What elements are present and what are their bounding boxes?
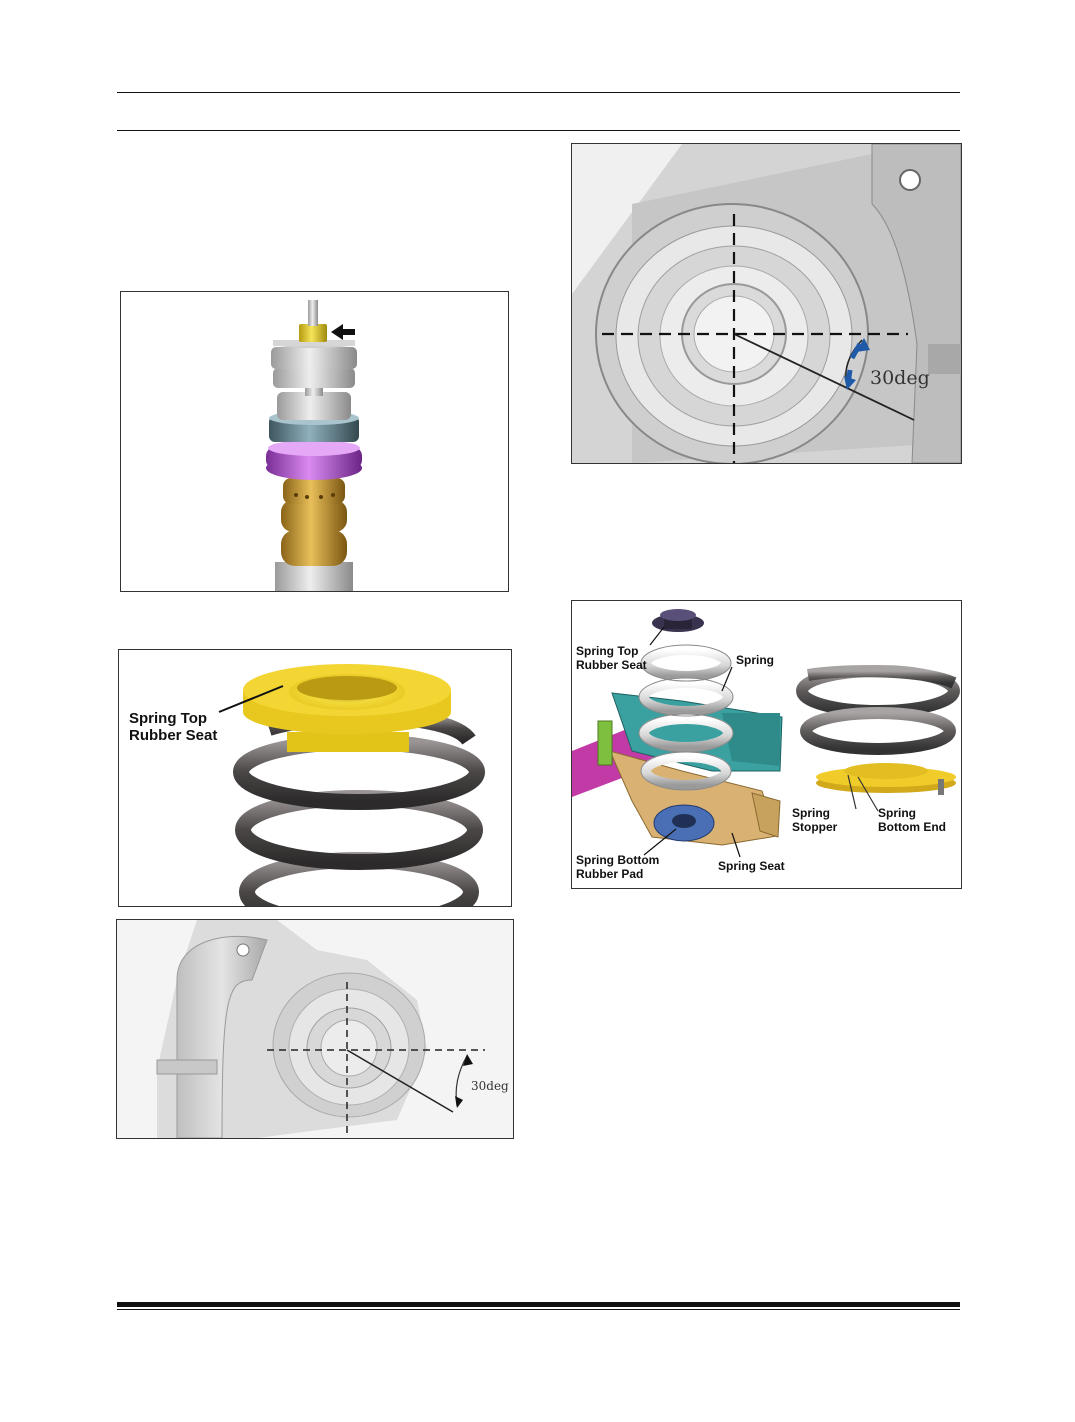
spring-seat-angle-small-illustration: 30deg (117, 920, 513, 1138)
label-spring-top-line1: Spring Top (129, 710, 207, 727)
figure-spring-top-rubber-seat: Spring Top Rubber Seat (118, 649, 512, 907)
figure-spring-seat-angle-small: 30deg (116, 919, 514, 1139)
label-spring: Spring (736, 653, 774, 667)
spring-assembly-illustration: Spring Top Rubber Seat Spring Spring Bot… (572, 609, 960, 881)
label-stopper-line1: Spring (792, 806, 830, 820)
label-top-seat-line1: Spring Top (576, 644, 638, 658)
footer-rule-thick (117, 1302, 960, 1307)
header-rule-bottom (117, 130, 960, 131)
label-bottom-pad-line2: Rubber Pad (576, 867, 643, 881)
figure-spring-seat-angle-large: 30deg (571, 143, 962, 464)
figure-shock-absorber-stack (120, 291, 509, 592)
header-rule-top (117, 92, 960, 93)
label-stopper-line2: Stopper (792, 820, 838, 834)
label-top-seat-line2: Rubber Seat (576, 658, 647, 672)
label-bottom-end-line2: Bottom End (878, 820, 946, 834)
label-spring-seat: Spring Seat (718, 859, 785, 873)
label-bottom-pad-line1: Spring Bottom (576, 853, 659, 867)
label-bottom-end-line1: Spring (878, 806, 916, 820)
label-spring-top-line2: Rubber Seat (129, 727, 217, 744)
arrow-left-icon (331, 324, 355, 340)
shock-absorber-illustration (266, 300, 362, 591)
angle-label-large: 30deg (870, 367, 930, 389)
spring-top-rubber-seat-illustration: Spring Top Rubber Seat (129, 664, 485, 906)
spring-seat-angle-large-illustration: 30deg (572, 144, 961, 463)
figure-spring-assembly: Spring Top Rubber Seat Spring Spring Bot… (571, 600, 962, 889)
angle-label-small: 30deg (471, 1079, 509, 1093)
footer-rule-thin (117, 1309, 960, 1310)
